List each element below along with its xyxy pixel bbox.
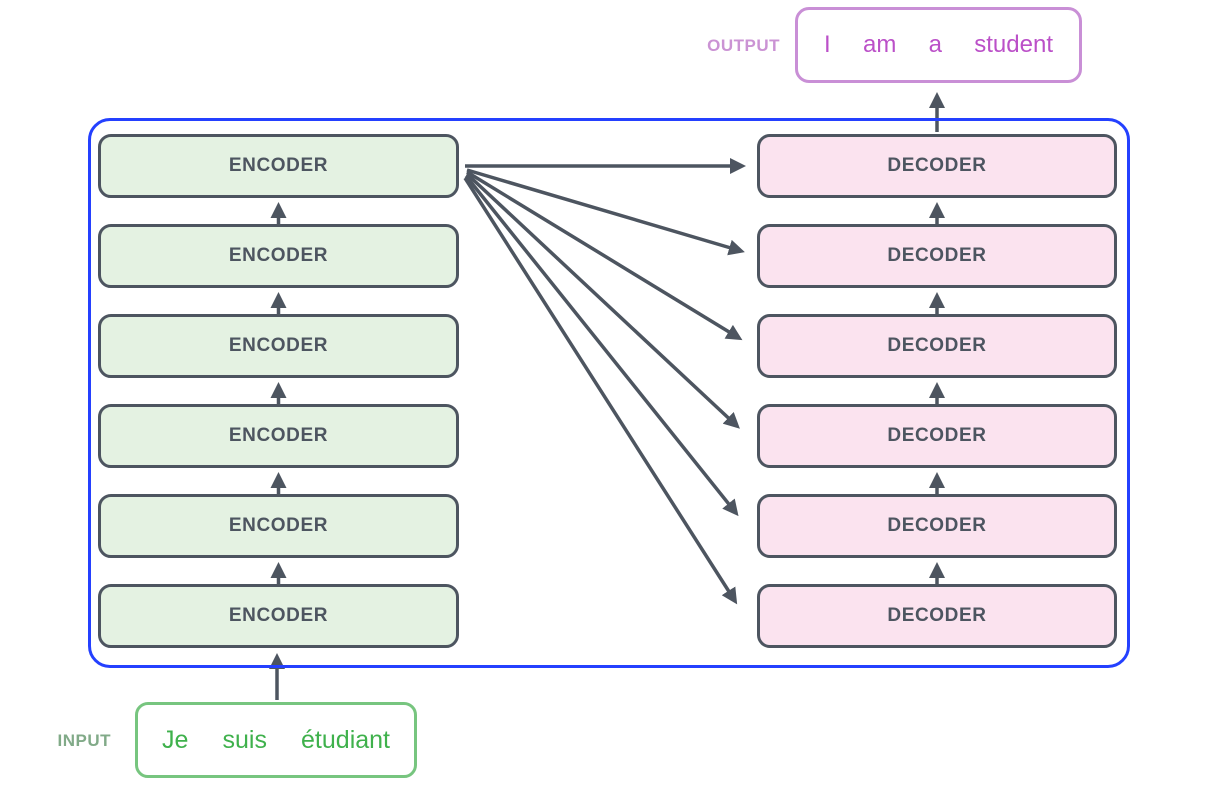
encoder-box-3: ENCODER bbox=[98, 404, 459, 468]
output-token: I bbox=[824, 31, 831, 58]
input-token: suis bbox=[222, 725, 267, 754]
input-token: étudiant bbox=[301, 725, 390, 754]
input-label: INPUT bbox=[57, 731, 111, 750]
encoder-box-2: ENCODER bbox=[98, 494, 459, 558]
decoder-box-4: DECODER bbox=[757, 314, 1117, 378]
output-box: I am a student bbox=[795, 7, 1082, 83]
decoder-box-6: DECODER bbox=[757, 134, 1117, 198]
decoder-box-1: DECODER bbox=[757, 584, 1117, 648]
model-frame bbox=[88, 118, 1130, 668]
decoder-box-5: DECODER bbox=[757, 224, 1117, 288]
output-label: OUTPUT bbox=[707, 36, 780, 55]
output-token: am bbox=[862, 31, 897, 58]
encoder-box-6: ENCODER bbox=[98, 134, 459, 198]
encoder-box-4: ENCODER bbox=[98, 314, 459, 378]
output-token: a bbox=[928, 31, 942, 58]
decoder-box-2: DECODER bbox=[757, 494, 1117, 558]
encoder-box-5: ENCODER bbox=[98, 224, 459, 288]
encoder-box-1: ENCODER bbox=[98, 584, 459, 648]
input-token: Je bbox=[162, 725, 189, 754]
decoder-box-3: DECODER bbox=[757, 404, 1117, 468]
input-box: Je suis étudiant bbox=[135, 702, 417, 778]
output-token: student bbox=[974, 31, 1053, 58]
